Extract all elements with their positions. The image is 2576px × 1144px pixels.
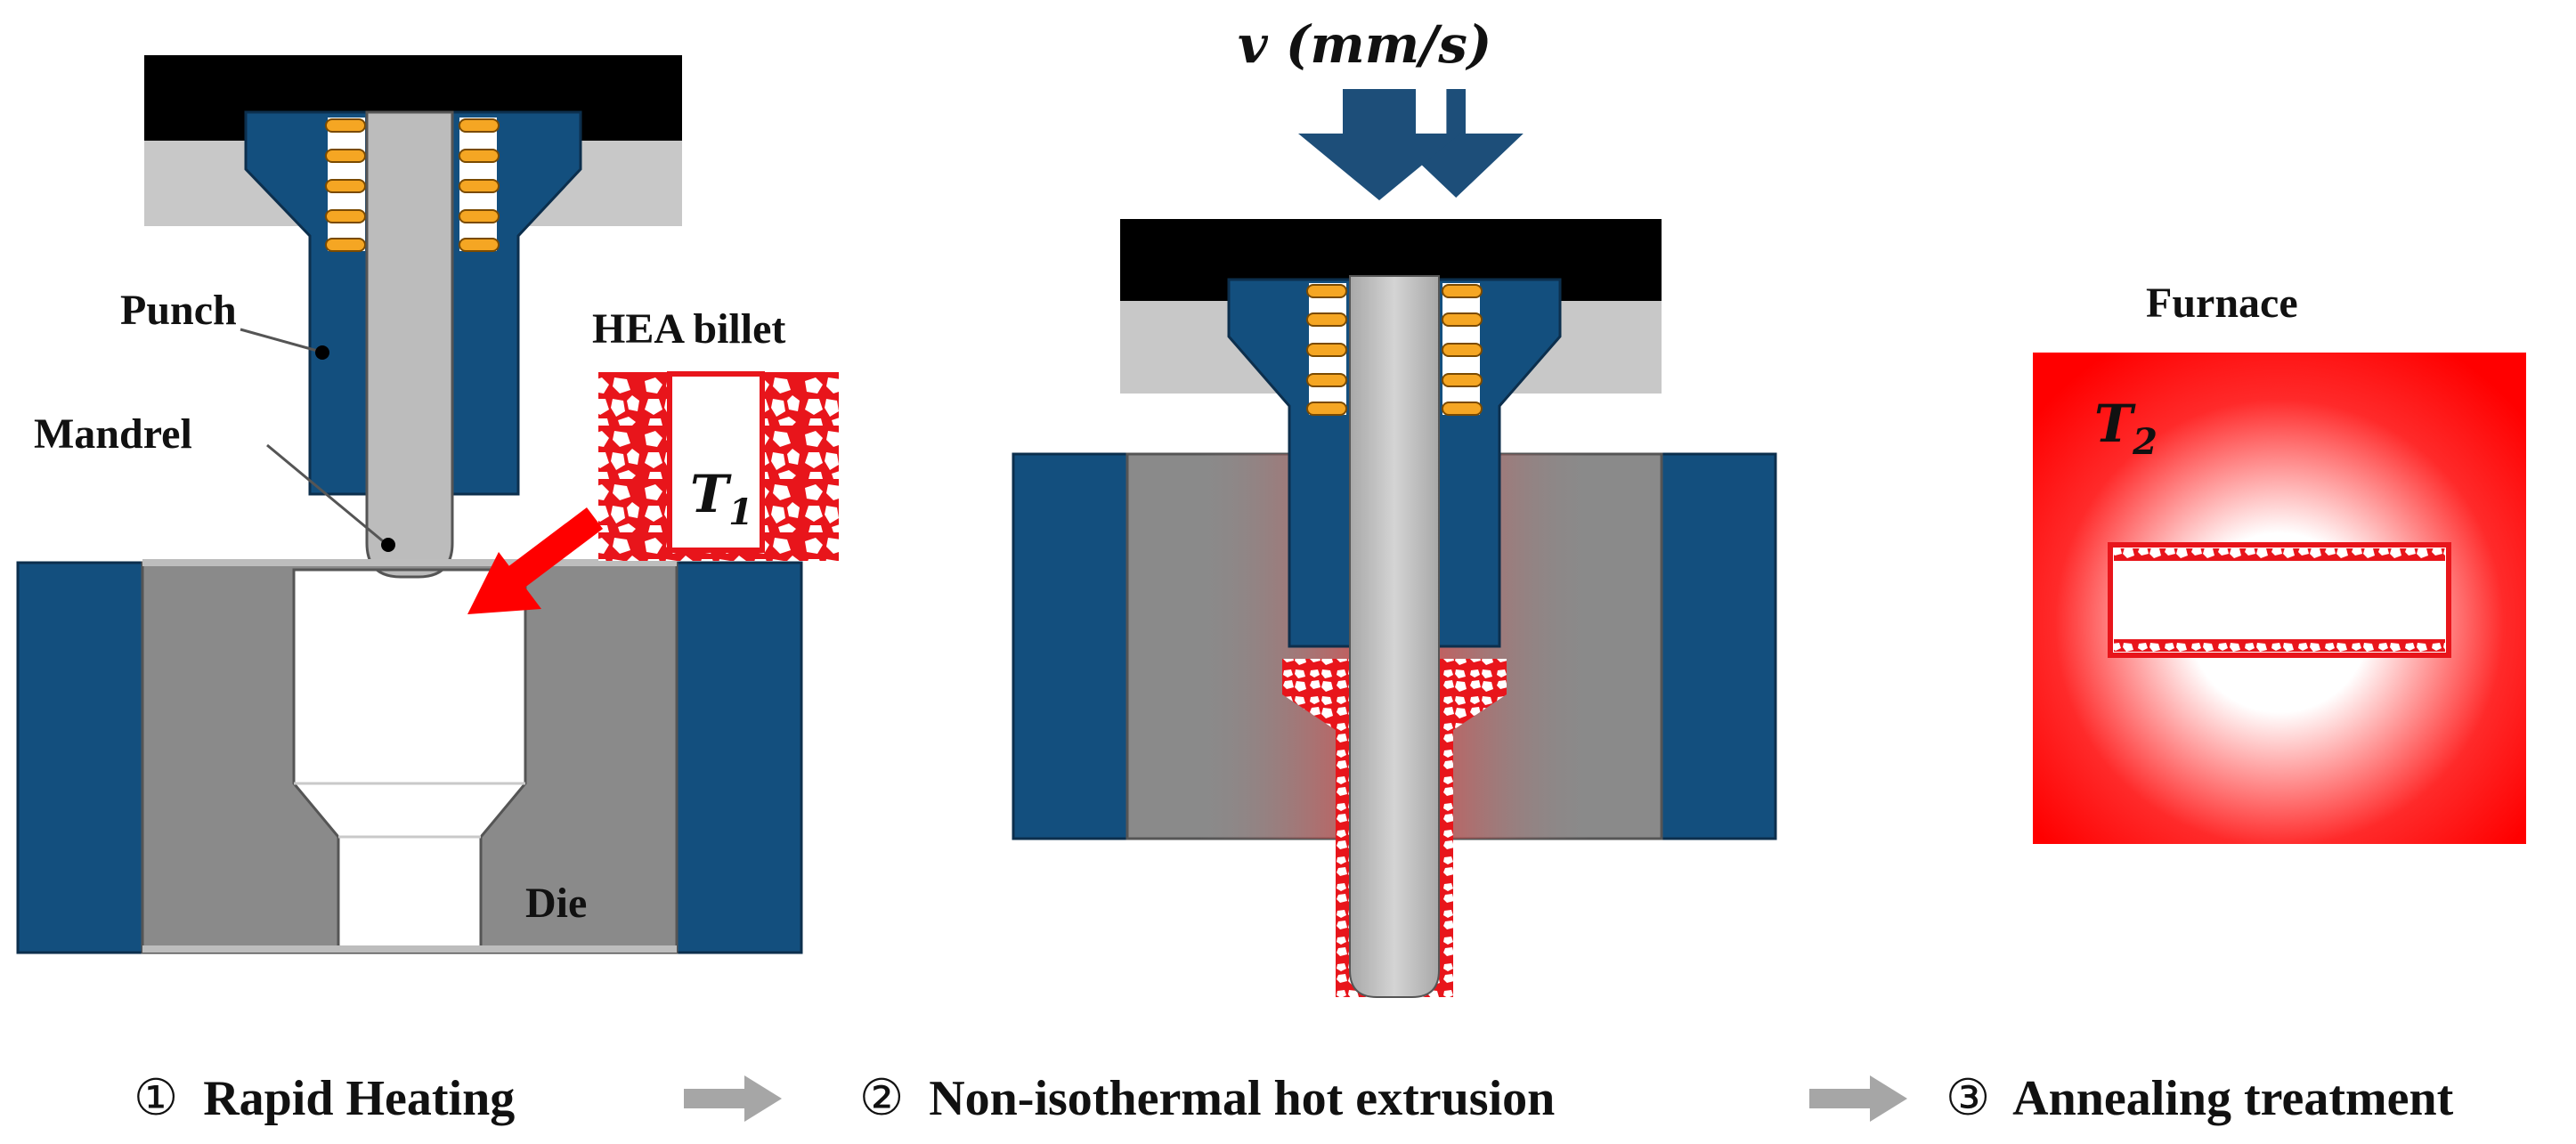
step-arrow-2 <box>1809 1075 1907 1122</box>
panel-annealing: Furnace T2 <box>2033 280 2526 844</box>
mandrel-2 <box>1349 275 1440 998</box>
step-3-label: ③ Annealing treatment <box>1946 1069 2454 1127</box>
die-right-ring <box>1660 452 1777 840</box>
panel-hot-extrusion: v (mm/s) <box>1012 14 1777 998</box>
insert-arrow <box>467 507 604 614</box>
press-direction-arrow <box>1388 89 1524 198</box>
spring-left <box>325 118 366 252</box>
mandrel-label: Mandrel <box>34 410 192 458</box>
panel-rapid-heating: T1 Punch Mandrel HEA billet Die <box>16 55 839 954</box>
spring-right-2 <box>1442 283 1483 416</box>
furnace-label: Furnace <box>2146 280 2298 327</box>
spring-right <box>459 118 500 252</box>
spring-left-2 <box>1306 283 1347 416</box>
step-arrow-1 <box>684 1075 782 1122</box>
die-left-ring <box>1012 452 1129 840</box>
velocity-label: v (mm/s) <box>1238 14 1491 75</box>
punch-label: Punch <box>120 287 237 334</box>
mandrel <box>365 110 454 579</box>
furnace-temperature-label: T2 <box>2094 394 2158 463</box>
hea-billet-label: HEA billet <box>592 305 785 353</box>
hea-billet: T1 <box>598 371 839 561</box>
step-2-label: ② Non-isothermal hot extrusion <box>859 1069 1555 1127</box>
die <box>16 559 803 954</box>
step-captions: ① Rapid Heating ② Non-isothermal hot ext… <box>134 1069 2454 1127</box>
die-label: Die <box>525 880 587 927</box>
annealed-tube <box>2108 542 2451 658</box>
step-1-label: ① Rapid Heating <box>134 1069 515 1127</box>
billet-temperature-label: T1 <box>690 464 753 533</box>
